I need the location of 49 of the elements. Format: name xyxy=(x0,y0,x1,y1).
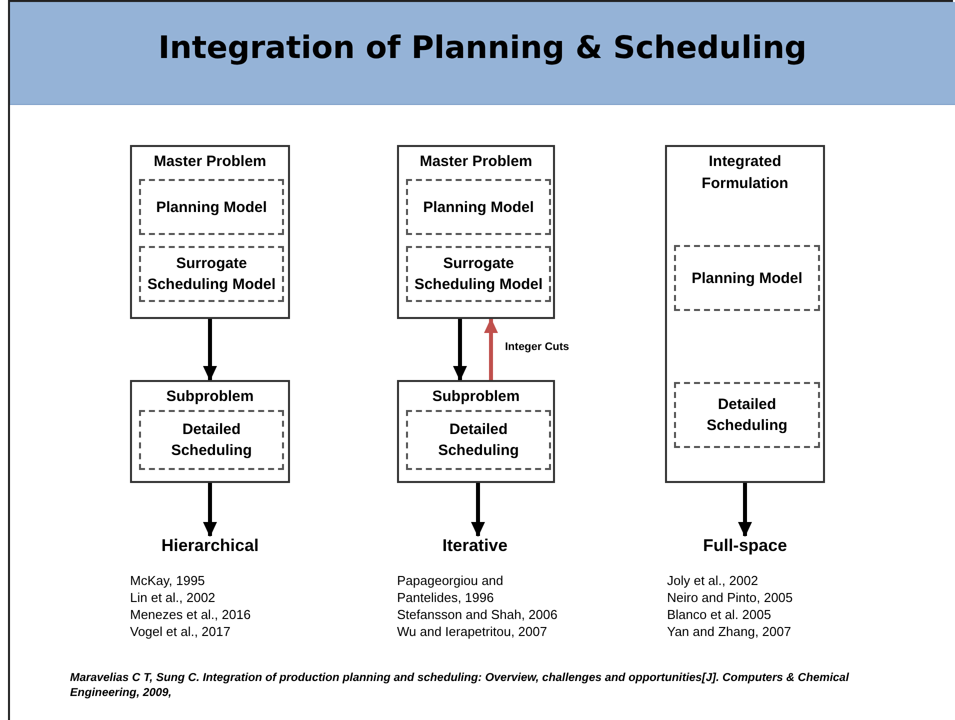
reference-text: Neiro and Pinto, 2005 xyxy=(667,589,794,606)
arrow xyxy=(203,319,217,381)
dashed-box xyxy=(674,245,820,311)
problem-box xyxy=(665,145,825,483)
problem-box xyxy=(130,145,290,319)
box-heading: Subproblem xyxy=(165,387,255,407)
reference-text: Papageorgiou and Pantelides, 1996 xyxy=(397,572,504,606)
arrow xyxy=(471,483,485,537)
dashed-box xyxy=(139,410,284,470)
box-heading: Subproblem xyxy=(431,387,521,407)
reference-text: Joly et al., 2002 xyxy=(667,572,760,589)
box-label: Planning Model xyxy=(692,268,802,288)
approach-name: Hierarchical xyxy=(161,536,259,555)
dashed-box xyxy=(139,179,284,235)
problem-box xyxy=(397,380,555,483)
box-label: Surrogate Scheduling Model xyxy=(146,254,277,295)
box-label: Detailed Scheduling xyxy=(437,420,520,461)
box-label: Surrogate Scheduling Model xyxy=(413,254,544,295)
dashed-box xyxy=(406,179,551,235)
reference-text: Stefansson and Shah, 2006 xyxy=(397,606,558,623)
reference-text: Wu and Ierapetritou, 2007 xyxy=(397,623,548,640)
reference-text: Menezes et al., 2016 xyxy=(130,606,252,623)
edge-label: Integer Cuts xyxy=(503,340,572,354)
dashed-box xyxy=(674,382,820,448)
box-label: Detailed Scheduling xyxy=(170,420,253,461)
title: Integration of Planning & Scheduling xyxy=(157,30,808,66)
approach-name: Iterative xyxy=(442,536,508,555)
reference-text: McKay, 1995 xyxy=(130,572,206,589)
arrow xyxy=(453,319,467,381)
box-label: Planning Model xyxy=(423,198,534,218)
citation: Maravelias C T, Sung C. Integration of production planning and scheduling: Overview, challenges and opportunities[J]. Computers & Chemical Engineering, 2009, xyxy=(70,671,850,701)
problem-box xyxy=(397,145,555,319)
reference-text: Blanco et al. 2005 xyxy=(667,606,772,623)
approach-name: Full-space xyxy=(702,536,788,555)
box-label: Detailed Scheduling xyxy=(706,395,788,436)
reference-text: Lin et al., 2002 xyxy=(130,589,216,606)
box-label: Planning Model xyxy=(156,198,267,218)
dashed-box xyxy=(406,410,551,470)
box-heading: Master Problem xyxy=(418,152,534,172)
arrow xyxy=(738,483,752,537)
arrow xyxy=(484,318,498,380)
problem-box xyxy=(130,380,290,483)
dashed-box xyxy=(406,246,551,302)
dashed-box xyxy=(139,246,284,302)
reference-text: Yan and Zhang, 2007 xyxy=(667,623,792,640)
box-heading: Integrated Formulation xyxy=(700,152,790,194)
box-heading: Master Problem xyxy=(152,152,268,172)
reference-text: Vogel et al., 2017 xyxy=(130,623,232,640)
arrow xyxy=(203,483,217,537)
